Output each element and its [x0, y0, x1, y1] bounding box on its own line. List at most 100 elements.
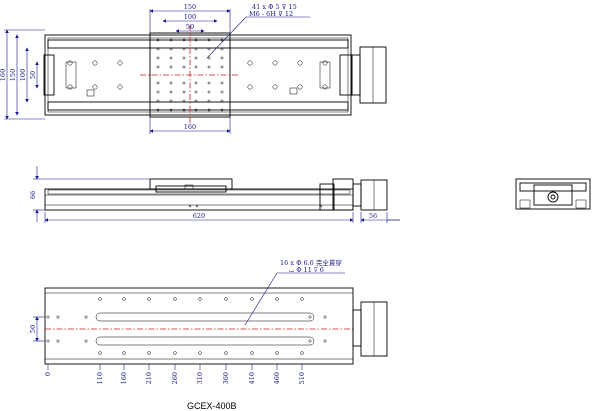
- base-hole: [247, 60, 253, 66]
- bottom-hole-bottom: [98, 351, 102, 355]
- carriage-hole: [207, 65, 211, 69]
- bottom-hole-bottom: [275, 351, 279, 355]
- bottom-hole-bottom: [224, 351, 228, 355]
- position-label: 210: [145, 372, 153, 384]
- dim-left-50: 50: [29, 71, 37, 79]
- dim-top-100: 100: [184, 13, 196, 21]
- carriage-hole: [156, 65, 160, 69]
- carriage-hole: [194, 65, 198, 69]
- carriage-hole: [182, 90, 186, 94]
- dim-left-150: 150: [9, 69, 17, 81]
- bottom-callout-line1: 16 x Φ 6.6 完全貫穿: [280, 258, 342, 267]
- base-hole: [117, 84, 123, 90]
- position-label: 410: [248, 372, 256, 384]
- carriage-hole: [194, 56, 198, 60]
- bottom-hole-bottom: [122, 351, 126, 355]
- bottom-hole-mid: [46, 315, 50, 319]
- carriage-hole: [220, 65, 224, 69]
- carriage-hole: [169, 65, 173, 69]
- base-hole: [92, 84, 98, 90]
- carriage-hole: [169, 108, 173, 112]
- carriage-hole: [182, 81, 186, 85]
- bottom-hole-bottom: [173, 351, 177, 355]
- dim-bottom-160: 160: [184, 123, 196, 131]
- bottom-holes: [46, 297, 327, 355]
- carriage-hole: [194, 99, 198, 103]
- base-hole: [272, 84, 278, 90]
- bottom-hole-mid: [323, 339, 327, 343]
- carriage-hole: [156, 90, 160, 94]
- dim-left-100: 100: [19, 69, 27, 81]
- carriage-hole: [156, 108, 160, 112]
- position-label: 460: [273, 372, 281, 384]
- carriage-hole: [220, 38, 224, 42]
- side-view: 66 620 56: [29, 166, 400, 223]
- carriage-hole: [156, 81, 160, 85]
- position-label: 360: [222, 372, 230, 384]
- base-hole: [297, 60, 303, 66]
- base-hole: [247, 84, 253, 90]
- top-callout-line1: 41 x Φ 5 ⊽ 15: [252, 3, 297, 11]
- carriage-hole: [207, 90, 211, 94]
- carriage-hole: [156, 56, 160, 60]
- carriage-hole: [182, 99, 186, 103]
- carriage-hole: [169, 47, 173, 51]
- carriage-hole: [207, 108, 211, 112]
- bottom-hole-top: [250, 297, 254, 301]
- carriage-hole: [194, 38, 198, 42]
- carriage-holes: [156, 38, 224, 112]
- base-hole: [67, 60, 73, 66]
- carriage-hole: [207, 56, 211, 60]
- carriage-hole: [182, 47, 186, 51]
- carriage-hole: [194, 90, 198, 94]
- position-label: 510: [298, 372, 306, 384]
- carriage-hole: [169, 38, 173, 42]
- position-label: 110: [96, 372, 104, 384]
- carriage-hole: [156, 38, 160, 42]
- bottom-hole-top: [122, 297, 126, 301]
- carriage-hole: [220, 47, 224, 51]
- bottom-callout-line2: ⌴ Φ 11 ⊽ 6: [289, 266, 324, 274]
- carriage-hole: [169, 99, 173, 103]
- bottom-hole-bottom: [300, 351, 304, 355]
- dim-bottom-50: 50: [29, 325, 37, 333]
- top-callout-line2: M6 - 6H ⊽ 12: [249, 10, 293, 18]
- bottom-hole-top: [275, 297, 279, 301]
- carriage-hole: [220, 99, 224, 103]
- position-label: 0: [44, 372, 52, 376]
- model-label: GCEX-400B: [187, 401, 237, 411]
- dim-top-50: 50: [186, 23, 194, 31]
- bottom-hole-top: [198, 297, 202, 301]
- carriage-hole: [182, 38, 186, 42]
- carriage-hole: [207, 38, 211, 42]
- bottom-hole-top: [98, 297, 102, 301]
- carriage-hole: [220, 56, 224, 60]
- dim-side-motor: 56: [369, 212, 377, 220]
- carriage-hole: [220, 90, 224, 94]
- base-hole: [322, 84, 328, 90]
- base-hole: [297, 84, 303, 90]
- carriage-hole: [207, 81, 211, 85]
- bottom-hole-mid: [56, 339, 60, 343]
- base-hole: [117, 60, 123, 66]
- dim-left-160: 160: [0, 69, 7, 81]
- bottom-hole-mid: [56, 315, 60, 319]
- dim-side-height: 66: [29, 191, 37, 199]
- position-label: 310: [196, 372, 204, 384]
- bottom-hole-top: [300, 297, 304, 301]
- carriage-hole: [207, 47, 211, 51]
- bottom-hole-mid: [323, 315, 327, 319]
- base-hole: [272, 60, 278, 66]
- bottom-hole-top: [173, 297, 177, 301]
- carriage-hole: [169, 81, 173, 85]
- bottom-hole-mid: [308, 339, 312, 343]
- bottom-hole-top: [224, 297, 228, 301]
- base-holes: [67, 60, 328, 90]
- carriage-hole: [156, 47, 160, 51]
- carriage-hole: [169, 56, 173, 60]
- carriage-hole: [182, 56, 186, 60]
- top-view: 150 100 50 41 x Φ 5 ⊽ 15 M6 - 6H ⊽ 12 16…: [0, 3, 387, 134]
- carriage-hole: [169, 90, 173, 94]
